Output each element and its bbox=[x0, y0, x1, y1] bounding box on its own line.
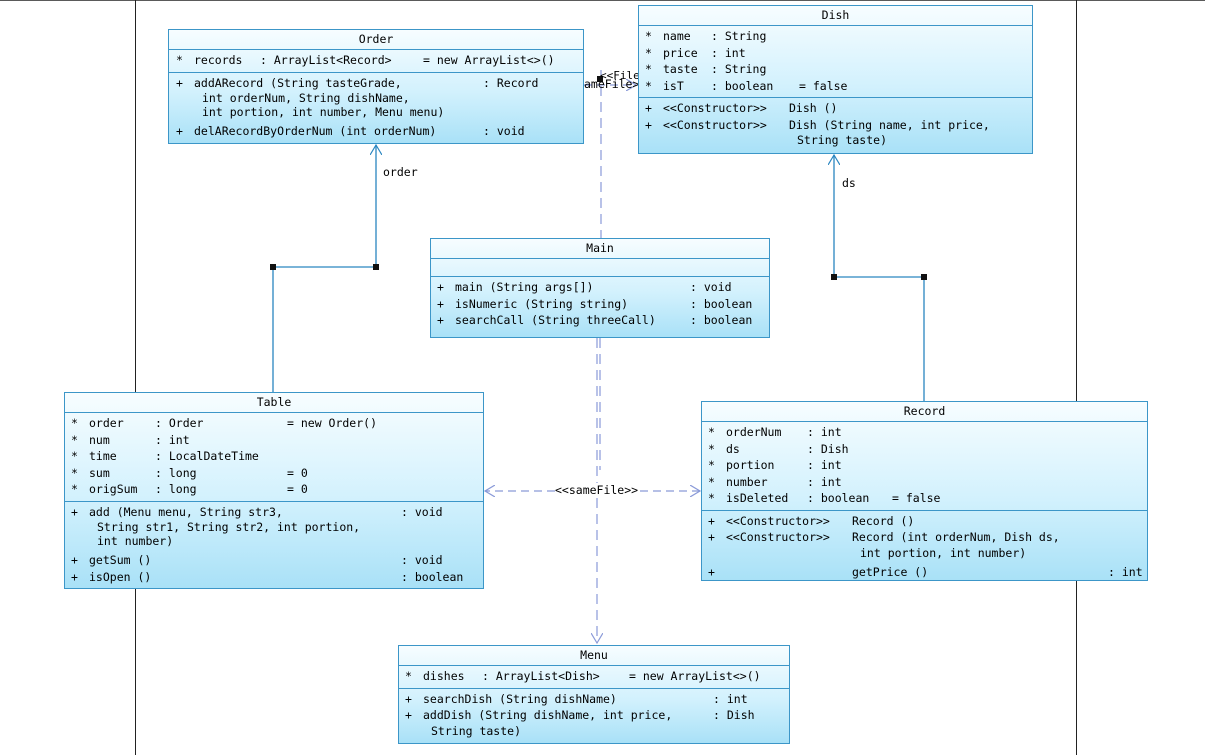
attribute-row: *num: int bbox=[71, 432, 190, 447]
attribute-row: *taste: String bbox=[645, 62, 767, 76]
methods-section: + addARecord (String tasteGrade, : Recor… bbox=[169, 73, 583, 143]
attribute-row: *order: Order= new Order() bbox=[71, 416, 378, 430]
attributes-section: *order: Order= new Order() *num: int *ti… bbox=[65, 413, 483, 502]
attribute-row: *time: LocalDateTime bbox=[71, 449, 259, 463]
methods-section: +add (Menu menu, String str3,: void Stri… bbox=[65, 502, 483, 589]
window-top-border bbox=[0, 0, 1205, 1]
method-row: +searchDish (String dishName): int bbox=[405, 691, 748, 706]
swimlane-left-line bbox=[135, 0, 136, 755]
method-row: + addARecord (String tasteGrade, : Recor… bbox=[176, 75, 539, 90]
method-row: +isOpen (): boolean bbox=[71, 569, 464, 584]
methods-section: +main (String args[]): void +isNumeric (… bbox=[431, 277, 769, 332]
bend-handle bbox=[831, 274, 837, 280]
samefile-label: <<sameFile>> bbox=[555, 483, 639, 497]
attribute-row: *name: String bbox=[645, 29, 767, 43]
methods-section: +searchDish (String dishName): int +addD… bbox=[399, 689, 789, 741]
attribute-row: *isT: boolean= false bbox=[645, 78, 848, 93]
attribute-row: *isDeleted: boolean= false bbox=[708, 491, 941, 505]
attribute-row: *orderNum: int bbox=[708, 425, 842, 439]
attributes-section: *name: String *price: int *taste: String… bbox=[639, 26, 1032, 98]
samefile-top-label: ameFile>> bbox=[584, 77, 647, 91]
attributes-section: *orderNum: int *ds: Dish *portion: int *… bbox=[702, 422, 1147, 511]
class-record[interactable]: Record *orderNum: int *ds: Dish *portion… bbox=[701, 401, 1148, 581]
methods-section: +<<Constructor>>Dish () +<<Constructor>>… bbox=[639, 98, 1032, 150]
class-menu[interactable]: Menu *dishes: ArrayList<Dish>= new Array… bbox=[398, 645, 790, 744]
class-order[interactable]: Order * records : ArrayList<Record> = ne… bbox=[168, 29, 584, 144]
method-row: + delARecordByOrderNum (int orderNum) : … bbox=[176, 124, 525, 138]
method-row: +getSum (): void bbox=[71, 553, 443, 567]
methods-section: +<<Constructor>>Record () +<<Constructor… bbox=[702, 511, 1147, 584]
samefile-top-label2: <<File bbox=[600, 69, 640, 82]
method-row: +<<Constructor>>Record (int orderNum, Di… bbox=[708, 530, 1060, 544]
bend-handle bbox=[373, 264, 379, 270]
swimlane-right-line bbox=[1076, 0, 1077, 755]
method-row: +<<Constructor>>Record () bbox=[708, 513, 915, 528]
role-label-order: order bbox=[383, 165, 418, 179]
attributes-section bbox=[431, 259, 769, 277]
assoc-record-dish bbox=[834, 155, 925, 401]
bend-handle bbox=[921, 274, 927, 280]
class-title: Main bbox=[431, 239, 769, 259]
attribute-row: * records : ArrayList<Record> = new Arra… bbox=[176, 53, 555, 67]
method-row: +<<Constructor>>Dish () bbox=[645, 101, 838, 115]
attribute-row: *origSum: long= 0 bbox=[71, 482, 308, 496]
class-title: Table bbox=[65, 393, 483, 413]
method-row: +addDish (String dishName, int price,: D… bbox=[405, 708, 755, 722]
attributes-section: * records : ArrayList<Record> = new Arra… bbox=[169, 50, 583, 73]
method-row: +<<Constructor>>Dish (String name, int p… bbox=[645, 117, 990, 132]
attributes-section: *dishes: ArrayList<Dish>= new ArrayList<… bbox=[399, 666, 789, 689]
class-title: Dish bbox=[639, 6, 1032, 26]
assoc-table-order bbox=[272, 145, 376, 393]
attribute-row: *ds: Dish bbox=[708, 441, 849, 456]
method-row: +getPrice (): int bbox=[708, 564, 1143, 579]
class-table[interactable]: Table *order: Order= new Order() *num: i… bbox=[64, 392, 484, 589]
class-main[interactable]: Main +main (String args[]): void +isNume… bbox=[430, 238, 770, 338]
bend-handle bbox=[597, 76, 603, 82]
class-title: Record bbox=[702, 402, 1147, 422]
class-title: Order bbox=[169, 30, 583, 50]
method-row: +isNumeric (String string): boolean bbox=[437, 296, 753, 311]
class-dish[interactable]: Dish *name: String *price: int *taste: S… bbox=[638, 5, 1033, 154]
attribute-row: *sum: long= 0 bbox=[71, 465, 308, 480]
method-row: +add (Menu menu, String str3,: void bbox=[71, 504, 443, 519]
attribute-row: *portion: int bbox=[708, 458, 842, 472]
method-row: +main (String args[]): void bbox=[437, 280, 732, 294]
attribute-row: *dishes: ArrayList<Dish>= new ArrayList<… bbox=[405, 669, 761, 683]
bend-handle bbox=[270, 264, 276, 270]
method-row: +searchCall (String threeCall): boolean bbox=[437, 313, 753, 327]
class-title: Menu bbox=[399, 646, 789, 666]
role-label-ds: ds bbox=[842, 176, 856, 190]
attribute-row: *price: int bbox=[645, 45, 746, 60]
attribute-row: *number: int bbox=[708, 474, 842, 489]
